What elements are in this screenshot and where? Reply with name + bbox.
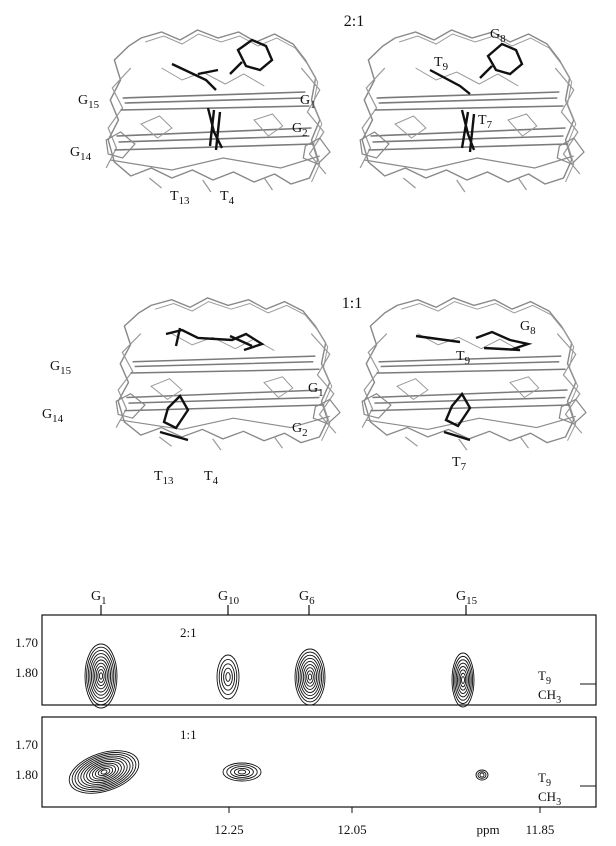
label-top-left-G15: G15 [78, 93, 100, 111]
label-top-right-T9: T9 [434, 55, 448, 73]
marker-G10: G10 [218, 589, 240, 607]
label-mid-right-G8: G8 [520, 319, 536, 337]
molecule-2-1-right [359, 29, 585, 193]
label-mid-right-T9: T9 [456, 349, 470, 367]
label-mid-left-G15: G15 [50, 359, 72, 377]
peak-1-1-G10 [222, 762, 262, 782]
spectrum-group-label: CH3 [538, 687, 561, 706]
label-mid-left-G1: G1 [308, 381, 324, 399]
marker-G15: G15 [456, 589, 478, 607]
peak-2-1-G10 [216, 654, 240, 700]
label-top-right-T7: T7 [478, 113, 493, 131]
y-tick-label-2-1.80: 1.80 [15, 767, 38, 782]
x-unit-label: ppm [476, 822, 499, 837]
peak-2-1-G1 [84, 643, 118, 709]
highlighted-residue-mid-left [165, 327, 265, 352]
marker-G1: G1 [91, 589, 107, 607]
spectrum-assignment-label: T9 [538, 770, 551, 789]
molecule-1-1-right [361, 297, 587, 451]
marker-G6: G6 [299, 589, 315, 607]
spectrum-frame-1 [41, 614, 597, 706]
label-mid-left-G14: G14 [42, 407, 64, 425]
highlighted-residue-mid-right [415, 330, 533, 352]
highlighted-stack-top-left [206, 107, 224, 151]
highlighted-stack-top-right [460, 109, 476, 153]
label-top-right-G8: G8 [490, 27, 506, 45]
y-tick-label-1-1.80: 1.80 [15, 665, 38, 680]
x-tick-label-12.05: 12.05 [337, 822, 366, 837]
spectrum-group-label: CH3 [538, 789, 561, 808]
panel-ratio-label: 2:1 [344, 13, 364, 30]
label-mid-right-T7: T7 [452, 455, 467, 473]
highlighted-stack-mid-right [443, 391, 472, 442]
y-tick-label-1-1.70: 1.70 [15, 635, 38, 650]
label-top-left-G14: G14 [70, 145, 92, 163]
label-top-left-G1: G1 [300, 93, 316, 111]
spectrum-ratio-label: 1:1 [180, 727, 197, 742]
peak-2-1-G15 [451, 652, 475, 708]
peak-1-1-G15 [475, 769, 489, 781]
peak-1-1-G1 [68, 750, 140, 794]
x-tick-label-12.25: 12.25 [214, 822, 243, 837]
label-top-left-G2: G2 [292, 121, 308, 139]
spectrum-assignment-label: T9 [538, 668, 551, 687]
highlighted-residue-top-right [479, 42, 524, 79]
x-tick-label-11.85: 11.85 [526, 822, 555, 837]
highlighted-residue-top-left-2 [171, 62, 219, 91]
label-mid-left-G2: G2 [292, 421, 308, 439]
label-mid-left-T13: T13 [154, 469, 174, 487]
spectrum-frame-2 [41, 716, 597, 808]
highlighted-residue-top-left [229, 38, 274, 75]
label-top-left-T13: T13 [170, 189, 190, 207]
label-top-left-T4: T4 [220, 189, 235, 207]
molecule-2-1-left [105, 29, 331, 193]
peak-2-1-G6 [294, 648, 326, 706]
highlighted-residue-top-right-2 [429, 68, 471, 95]
highlighted-stack-mid-left [159, 394, 190, 442]
label-mid-left-T4: T4 [204, 469, 219, 487]
panel-ratio-label: 1:1 [342, 295, 362, 312]
y-tick-label-2-1.70: 1.70 [15, 737, 38, 752]
spectrum-ratio-label: 2:1 [180, 625, 197, 640]
